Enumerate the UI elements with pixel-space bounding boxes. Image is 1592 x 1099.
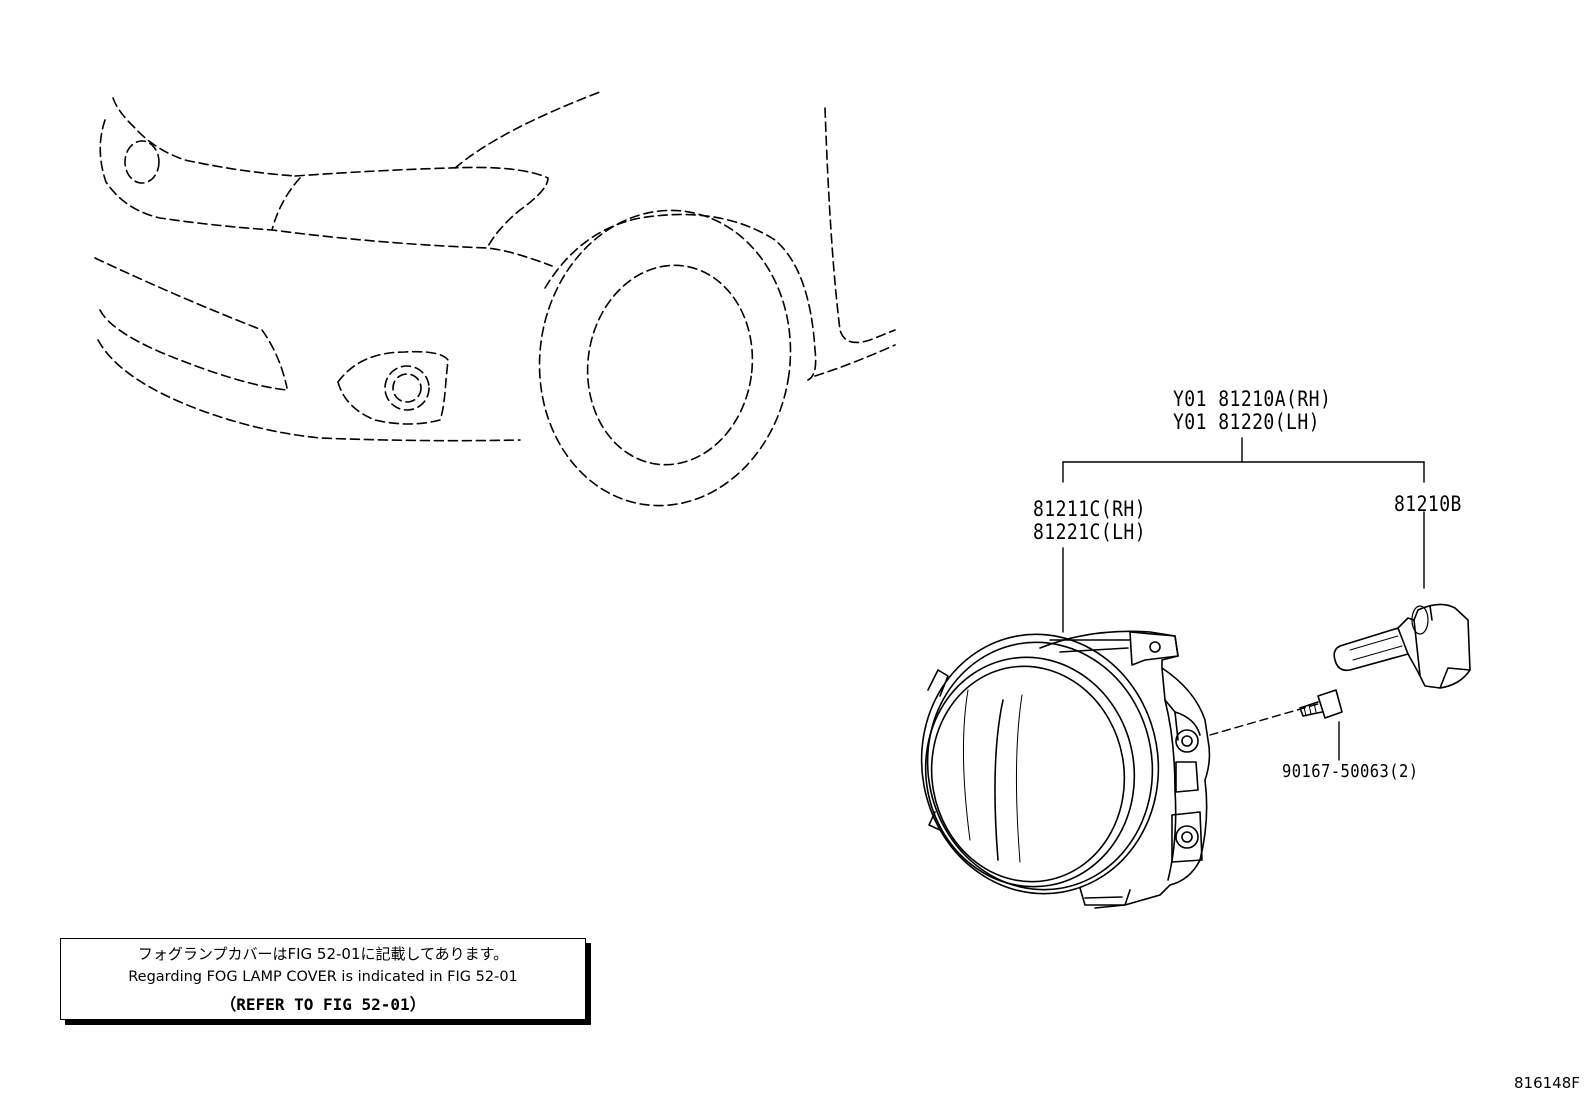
- label-assembly-lh: Y01 81220(LH): [1173, 410, 1320, 434]
- note-english: Regarding FOG LAMP COVER is indicated in…: [128, 969, 518, 985]
- bulb: [1333, 603, 1471, 689]
- screw: [1299, 689, 1343, 719]
- label-bulb: 81210B: [1394, 492, 1462, 516]
- label-screw: 90167-50063(2): [1282, 761, 1419, 782]
- reference-note-box: フォグランプカバーはFIG 52-01に記載してあります。 Regarding …: [60, 938, 586, 1020]
- note-refer: （REFER TO FIG 52-01）: [220, 995, 426, 1014]
- fog-lamp-unit: [920, 630, 1211, 909]
- vehicle-front-outline: [94, 91, 896, 507]
- figure-id: 816148F: [1514, 1074, 1580, 1092]
- label-assembly-rh: Y01 81210A(RH): [1173, 387, 1332, 411]
- label-unit-rh: 81211C(RH): [1033, 497, 1147, 521]
- label-unit-lh: 81221C(LH): [1033, 520, 1147, 544]
- note-japanese: フォグランプカバーはFIG 52-01に記載してあります。: [137, 945, 509, 963]
